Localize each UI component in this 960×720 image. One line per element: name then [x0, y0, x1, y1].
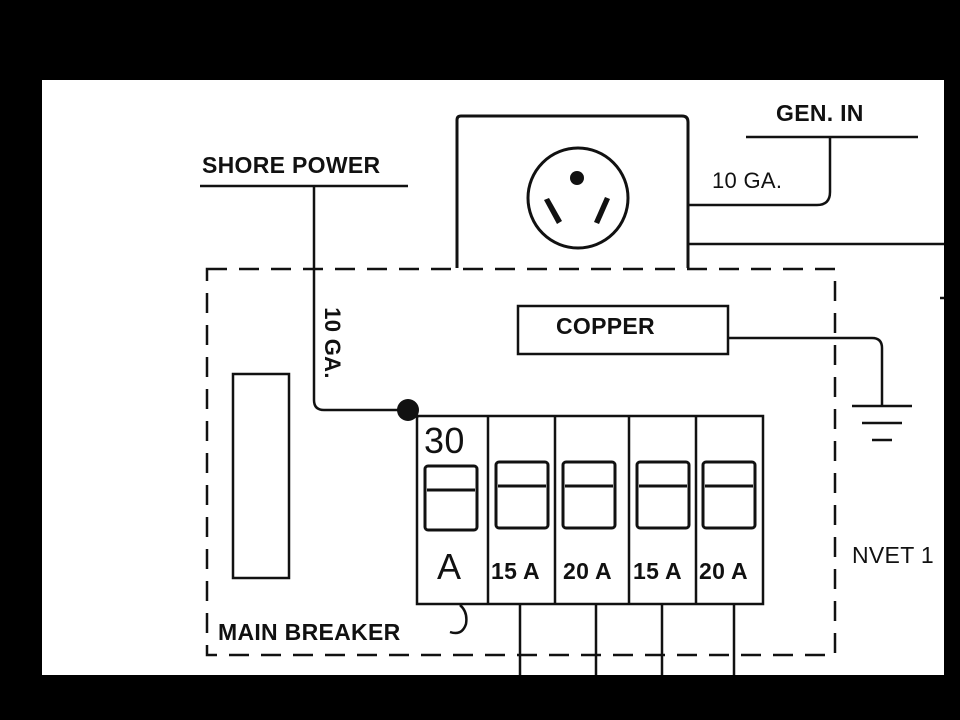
panel-slot: [231, 372, 291, 580]
breaker-rating-3: 15 A: [633, 558, 682, 584]
copper-label: COPPER: [556, 313, 655, 339]
main-breaker-rating: 30: [424, 420, 465, 461]
main-breaker-pointer: [449, 604, 468, 635]
receptacle-pins: [544, 171, 610, 224]
breaker-switches: [423, 460, 757, 532]
nvet-label: NVET 1: [852, 542, 934, 568]
gen-in-wire: [688, 137, 832, 207]
shore-power-wire: [312, 186, 408, 412]
ground-wire: [728, 336, 884, 406]
shore-power-label: SHORE POWER: [202, 152, 381, 178]
gen-in-label: GEN. IN: [776, 100, 864, 126]
breaker-rating-2: 20 A: [563, 558, 612, 584]
diagram-paper: [42, 80, 944, 675]
receptacle-outlet: [526, 146, 630, 250]
breaker-rating-4: 20 A: [699, 558, 748, 584]
gen-gauge-label: 10 GA.: [712, 168, 783, 193]
shore-gauge-label: 10 GA.: [319, 307, 345, 379]
breaker-rating-1: 15 A: [491, 558, 540, 584]
main-breaker-unit: A: [437, 546, 462, 587]
breaker-block: [415, 414, 765, 606]
main-breaker-label: MAIN BREAKER: [218, 619, 401, 645]
generator-inlet-box: [455, 114, 690, 268]
copper-bar: [516, 304, 730, 356]
junction-dot: [397, 399, 419, 421]
